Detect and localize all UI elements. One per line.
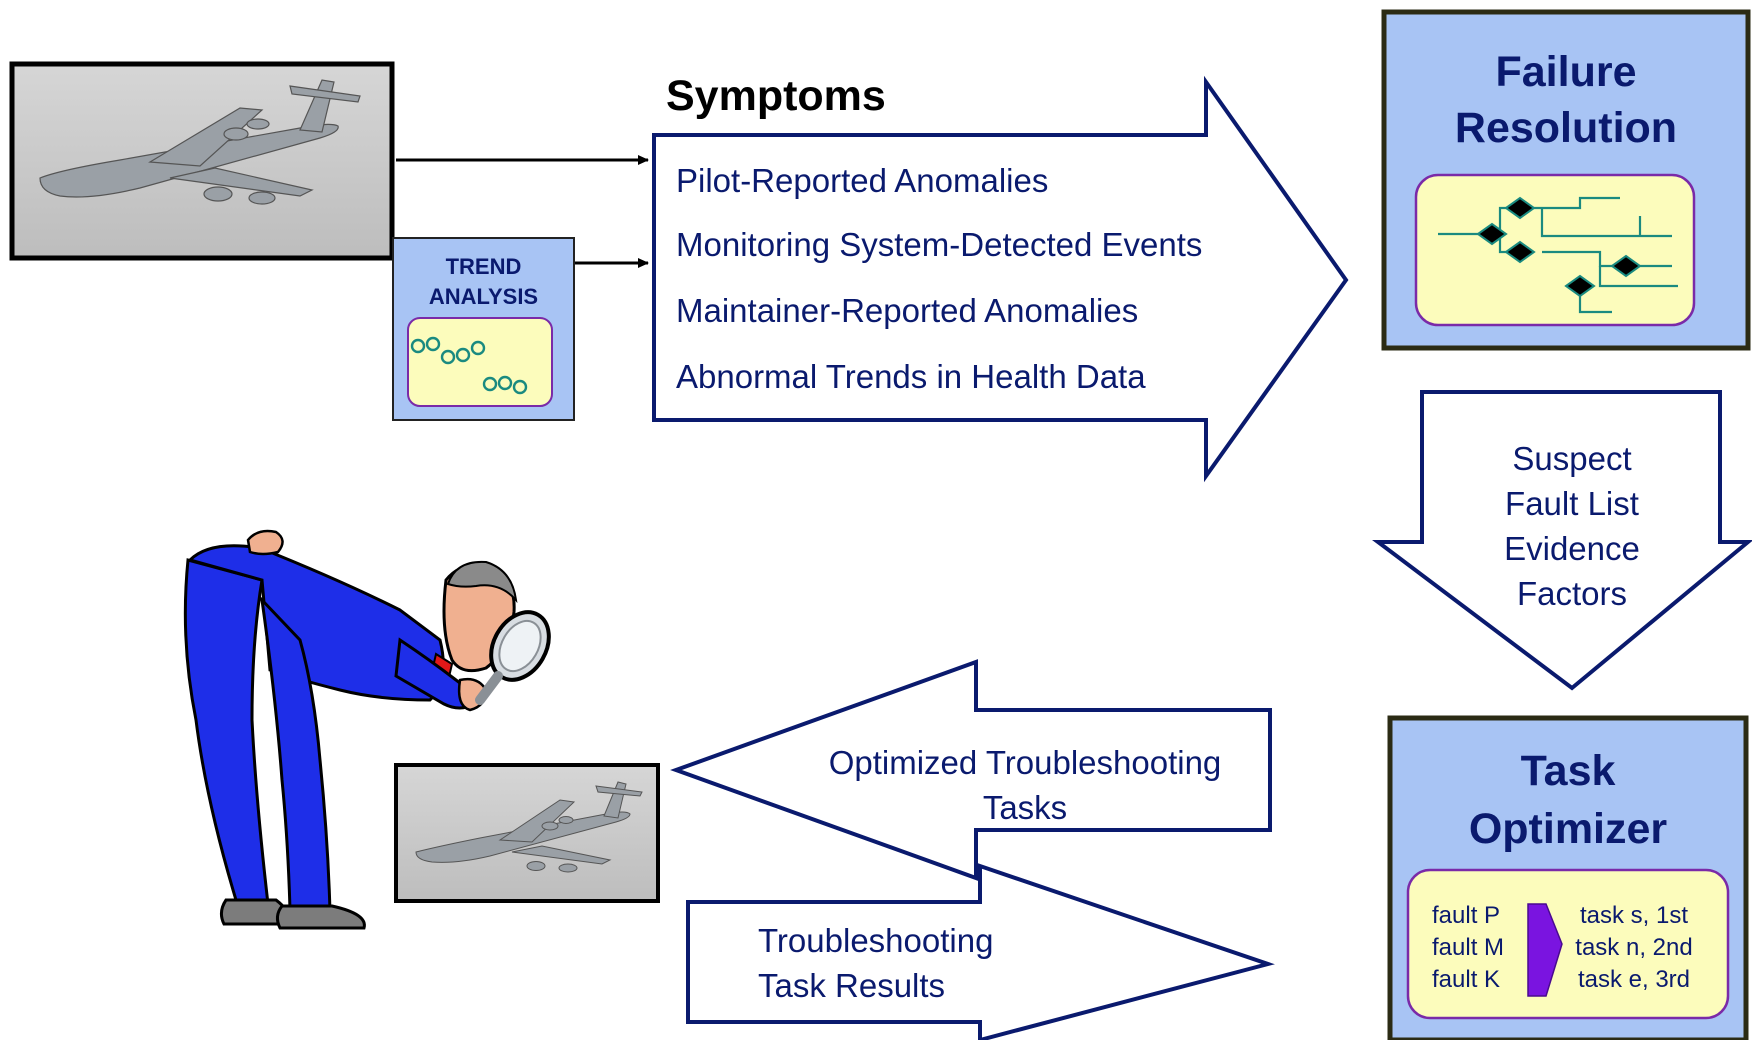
suspect-line-2: Fault List xyxy=(1505,485,1639,522)
suspect-line-1: Suspect xyxy=(1512,440,1632,477)
task-results-line2: Task Results xyxy=(758,967,946,1004)
task-optimizer-title: Task Optimizer xyxy=(1390,742,1746,858)
task-item: task e, 3rd xyxy=(1577,966,1691,993)
task-list: task s, 1st task n, 2nd task e, 3rd xyxy=(1564,900,1704,996)
task-optimizer-line1: Task xyxy=(1520,747,1616,795)
optimized-tasks-arrow-shape xyxy=(670,659,1272,881)
task-item: task n, 2nd xyxy=(1575,934,1693,961)
failure-resolution-line2: Resolution xyxy=(1454,104,1678,152)
decision-tree-icon xyxy=(1438,196,1678,314)
trend-analysis-label: TREND ANALYSIS xyxy=(393,252,574,312)
task-results-line1: Troubleshooting xyxy=(758,922,994,959)
inspector-figure-icon xyxy=(183,529,551,930)
suspect-arrow-shape xyxy=(1372,390,1752,691)
symptom-item-pilot: Pilot-Reported Anomalies xyxy=(676,162,1049,199)
fault-list: fault P fault M fault K xyxy=(1432,900,1504,996)
suspect-line-4: Factors xyxy=(1516,575,1628,612)
failure-resolution-box xyxy=(1381,9,1751,351)
suspect-fault-text: Suspect Fault List Evidence Factors xyxy=(1440,436,1704,616)
aircraft-photo-small xyxy=(394,763,660,903)
task-results-label: Troubleshooting Task Results xyxy=(758,918,1058,1008)
cargo-plane-small-icon xyxy=(415,781,643,873)
task-results-arrow-shape xyxy=(686,863,1275,1040)
trend-analysis-line1: TREND xyxy=(445,254,522,279)
aircraft-photo-large xyxy=(9,61,395,261)
failure-resolution-title: Failure Resolution xyxy=(1384,44,1748,156)
optimized-tasks-label: Optimized Troubleshooting Tasks xyxy=(790,740,1260,830)
symptoms-title: Symptoms xyxy=(666,72,886,120)
optimized-tasks-line1: Optimized Troubleshooting xyxy=(828,744,1222,781)
task-optimizer-box xyxy=(1387,715,1749,1040)
task-optimizer-line2: Optimizer xyxy=(1468,805,1668,853)
failure-resolution-line1: Failure xyxy=(1495,48,1637,96)
trend-analysis-line2: ANALYSIS xyxy=(428,284,539,309)
task-item: task s, 1st xyxy=(1579,902,1689,929)
trend-analysis-box xyxy=(392,237,575,421)
trend-data-points xyxy=(410,336,528,395)
symptom-item-monitoring: Monitoring System-Detected Events xyxy=(676,226,1203,263)
symptoms-arrow-shape xyxy=(652,75,1349,483)
cargo-plane-icon xyxy=(39,79,361,205)
symptom-item-maintainer: Maintainer-Reported Anomalies xyxy=(676,292,1139,329)
suspect-line-3: Evidence xyxy=(1504,530,1640,567)
fault-item: fault M xyxy=(1432,934,1505,961)
fault-item: fault K xyxy=(1432,966,1501,993)
fault-item: fault P xyxy=(1432,902,1501,929)
decision-nodes xyxy=(1476,196,1642,298)
optimized-tasks-line2: Tasks xyxy=(982,789,1068,826)
symptom-item-trends: Abnormal Trends in Health Data xyxy=(676,358,1146,395)
mapping-arrow-icon xyxy=(1527,903,1563,997)
